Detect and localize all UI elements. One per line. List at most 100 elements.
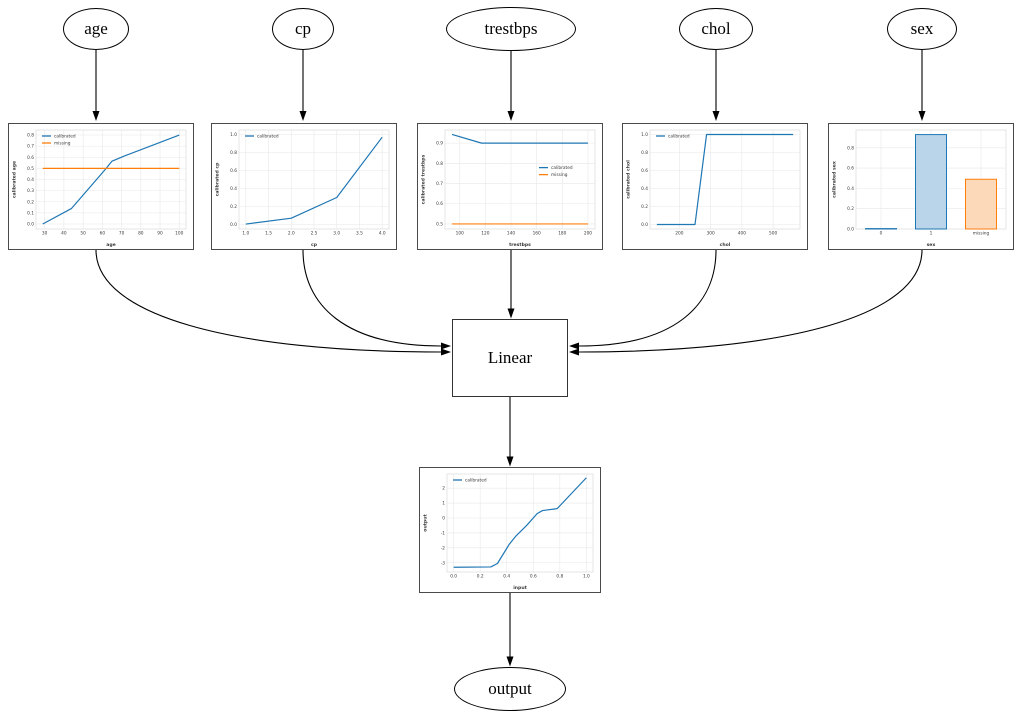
svg-text:calibrated: calibrated xyxy=(465,478,487,484)
edge-linear-to-output-plot xyxy=(506,397,514,467)
svg-text:-2: -2 xyxy=(441,545,446,551)
svg-text:1.0: 1.0 xyxy=(230,132,237,138)
svg-text:0.8: 0.8 xyxy=(436,161,443,167)
svg-text:100: 100 xyxy=(175,231,183,237)
svg-text:40: 40 xyxy=(61,231,67,237)
svg-text:0.9: 0.9 xyxy=(436,141,443,147)
svg-text:0.1: 0.1 xyxy=(27,210,34,216)
svg-text:-3: -3 xyxy=(441,560,446,566)
edge-chol-plot-to-linear xyxy=(569,249,717,350)
svg-text:80: 80 xyxy=(138,231,144,237)
node-output: output xyxy=(454,667,566,711)
svg-text:2: 2 xyxy=(442,486,445,492)
node-trestbps-label: trestbps xyxy=(484,19,538,38)
svg-text:200: 200 xyxy=(584,231,592,237)
node-age-label: age xyxy=(84,19,108,38)
svg-text:500: 500 xyxy=(769,231,777,237)
svg-text:1.5: 1.5 xyxy=(265,231,272,237)
svg-text:4.0: 4.0 xyxy=(379,231,386,237)
svg-text:output: output xyxy=(423,514,429,532)
svg-text:120: 120 xyxy=(481,231,489,237)
svg-text:0.0: 0.0 xyxy=(641,222,648,228)
svg-text:0.2: 0.2 xyxy=(847,206,854,212)
svg-text:0.8: 0.8 xyxy=(230,150,237,156)
svg-text:1: 1 xyxy=(442,501,445,507)
svg-text:calibrated sex: calibrated sex xyxy=(832,161,838,198)
node-sex-label: sex xyxy=(910,19,934,38)
node-trestbps: trestbps xyxy=(446,7,576,51)
edge-cp-plot-to-linear xyxy=(302,249,451,350)
node-chol: chol xyxy=(679,8,753,50)
node-cp: cp xyxy=(272,8,334,50)
svg-text:160: 160 xyxy=(533,231,541,237)
node-output-label: output xyxy=(488,679,532,698)
svg-text:0.4: 0.4 xyxy=(230,186,237,192)
svg-text:0.0: 0.0 xyxy=(27,221,34,227)
svg-text:0.6: 0.6 xyxy=(230,168,237,174)
svg-text:0.6: 0.6 xyxy=(847,166,854,172)
svg-text:0.0: 0.0 xyxy=(230,222,237,228)
svg-text:0.6: 0.6 xyxy=(436,201,443,207)
svg-text:0.8: 0.8 xyxy=(847,145,854,151)
svg-text:60: 60 xyxy=(100,231,106,237)
edge-age-to-age-plot xyxy=(92,50,100,121)
svg-text:chol: chol xyxy=(720,242,731,248)
svg-text:180: 180 xyxy=(558,231,566,237)
svg-text:0.8: 0.8 xyxy=(27,133,34,139)
svg-text:calibrated cp: calibrated cp xyxy=(215,162,221,197)
svg-text:calibrated trestbps: calibrated trestbps xyxy=(421,154,427,204)
svg-text:400: 400 xyxy=(738,231,746,237)
svg-text:90: 90 xyxy=(157,231,163,237)
edge-chol-to-chol-plot xyxy=(712,50,720,121)
svg-text:2.5: 2.5 xyxy=(311,231,318,237)
svg-text:0.5: 0.5 xyxy=(27,166,34,172)
svg-text:calibrated: calibrated xyxy=(257,134,279,140)
node-cp-label: cp xyxy=(294,19,312,38)
edge-trestbps-to-trestbps-plot xyxy=(507,51,515,121)
svg-text:1: 1 xyxy=(930,231,933,237)
svg-text:300: 300 xyxy=(707,231,715,237)
svg-text:0.2: 0.2 xyxy=(641,204,648,210)
svg-text:0: 0 xyxy=(880,231,883,237)
node-chol-label: chol xyxy=(701,19,731,38)
svg-text:50: 50 xyxy=(80,231,86,237)
svg-text:30: 30 xyxy=(42,231,48,237)
svg-text:0.4: 0.4 xyxy=(847,186,854,192)
edge-trestbps-plot-to-linear xyxy=(507,250,515,319)
svg-text:missing: missing xyxy=(551,172,568,178)
svg-text:0.0: 0.0 xyxy=(847,227,854,233)
edge-sex-to-sex-plot xyxy=(918,50,926,121)
svg-text:0: 0 xyxy=(442,516,445,522)
svg-text:0.2: 0.2 xyxy=(230,204,237,210)
edge-cp-to-cp-plot xyxy=(299,50,307,121)
svg-text:0.5: 0.5 xyxy=(436,221,443,227)
svg-text:1.0: 1.0 xyxy=(583,574,590,580)
svg-text:70: 70 xyxy=(119,231,125,237)
svg-text:age: age xyxy=(106,243,116,248)
node-sex: sex xyxy=(887,8,957,50)
svg-text:2.0: 2.0 xyxy=(288,231,295,237)
svg-text:calibrated: calibrated xyxy=(551,165,573,171)
node-age: age xyxy=(63,8,129,50)
node-linear-label: Linear xyxy=(487,348,533,367)
svg-text:0.8: 0.8 xyxy=(641,150,648,156)
svg-text:100: 100 xyxy=(456,231,464,237)
svg-text:0.4: 0.4 xyxy=(641,186,648,192)
svg-text:3.0: 3.0 xyxy=(333,231,340,237)
edge-output-plot-to-output xyxy=(506,593,514,667)
svg-text:trestbps: trestbps xyxy=(509,242,531,248)
svg-text:0.3: 0.3 xyxy=(27,188,34,194)
svg-text:missing: missing xyxy=(54,141,71,147)
svg-text:0.2: 0.2 xyxy=(27,199,34,205)
svg-text:0.4: 0.4 xyxy=(27,177,34,183)
svg-text:calibrated age: calibrated age xyxy=(12,161,18,198)
svg-text:0.6: 0.6 xyxy=(530,574,537,580)
svg-text:1.0: 1.0 xyxy=(242,231,249,237)
svg-text:calibrated chol: calibrated chol xyxy=(626,160,632,199)
svg-text:sex: sex xyxy=(927,243,936,248)
